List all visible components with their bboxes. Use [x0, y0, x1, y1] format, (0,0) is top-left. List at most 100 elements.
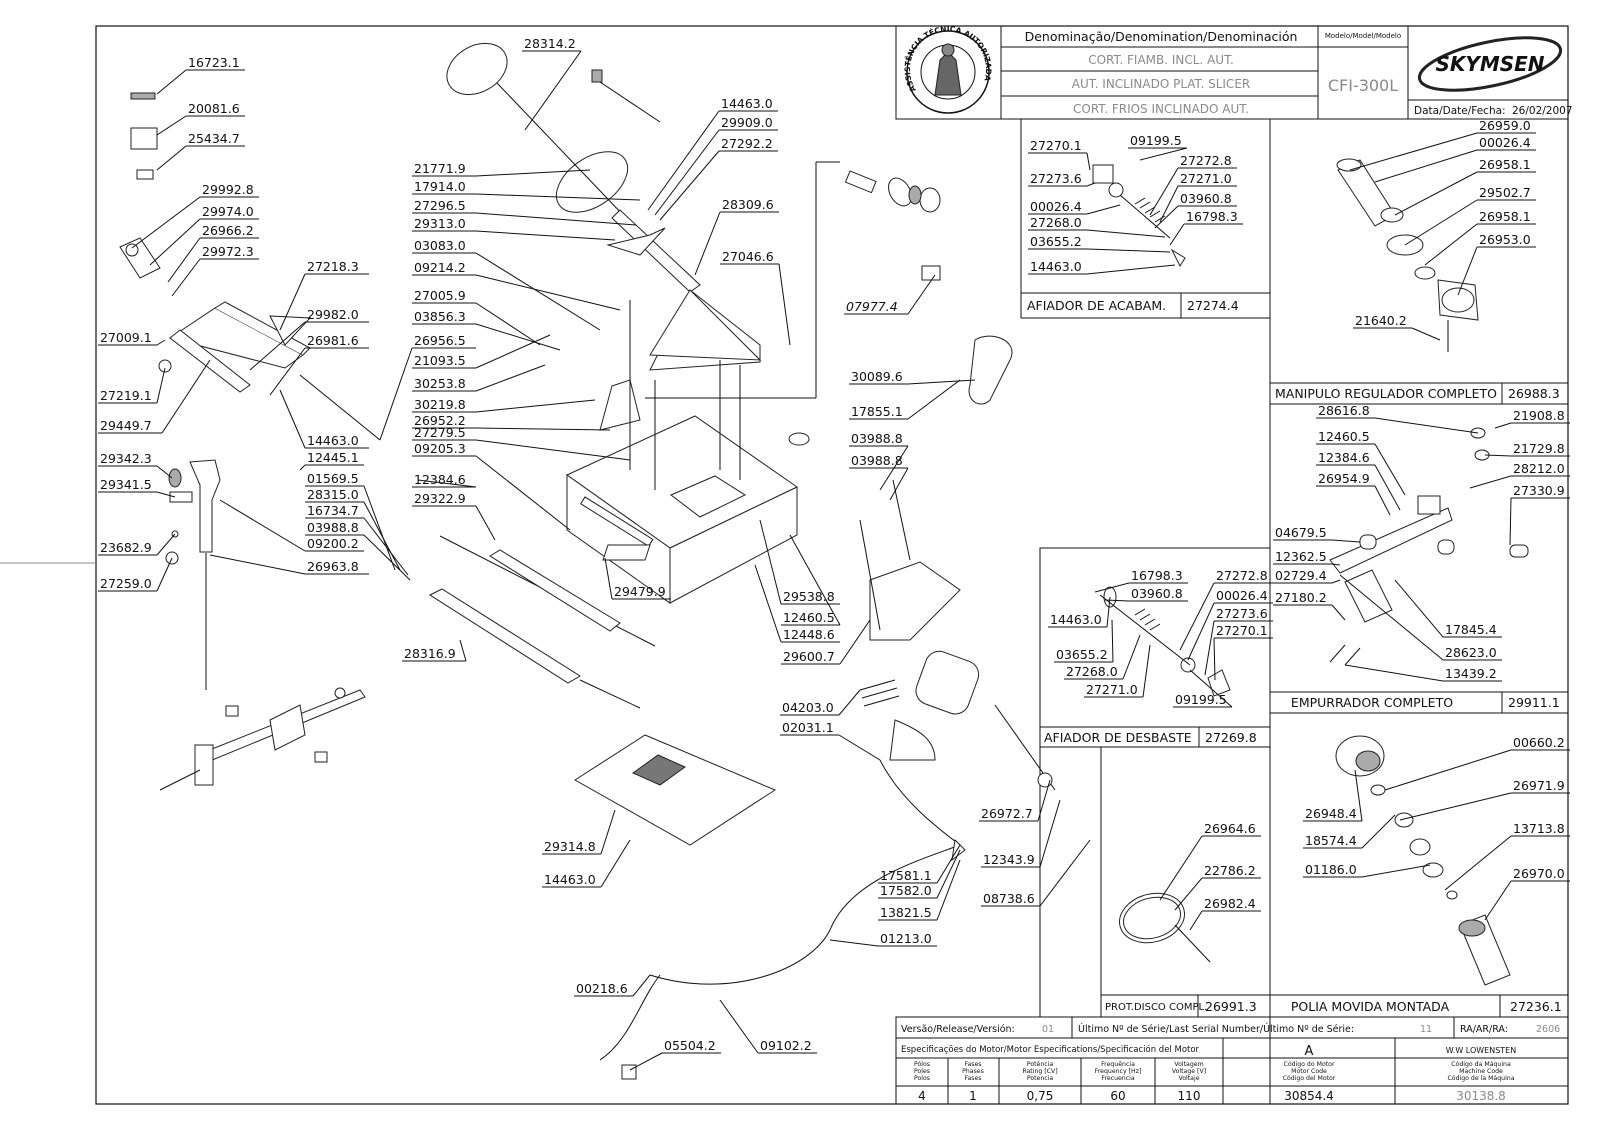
leader-line	[659, 150, 720, 221]
part-label: 26971.9	[1399, 778, 1570, 821]
part-label: 16723.1	[156, 55, 245, 95]
part-label: 27046.6	[720, 249, 791, 346]
part-number-text: 09205.3	[414, 441, 466, 456]
part-number-labels: 16723.120081.625434.729992.829974.026966…	[98, 36, 1570, 1071]
part-label: 26981.6	[269, 333, 369, 396]
leader-line	[475, 193, 641, 201]
part-label: 16734.7	[305, 503, 409, 576]
part-number-text: 26966.2	[202, 223, 254, 238]
part-number-text: 26970.0	[1513, 866, 1565, 881]
leader-line	[156, 491, 176, 498]
motor-column-header: Código del Motor	[1283, 1074, 1336, 1082]
leader-line	[1374, 464, 1401, 511]
motor-column-header: Polos	[914, 1075, 930, 1082]
denomination-pt: CORT. FIAMB. INCL. AUT.	[1088, 53, 1234, 67]
leader-line	[475, 302, 541, 346]
part-number-text: 27292.2	[721, 136, 773, 151]
leader-line	[1394, 579, 1444, 638]
part-label: 07977.4	[844, 274, 936, 315]
leader-line	[1039, 799, 1061, 868]
rod-tube	[489, 549, 621, 632]
leader-line	[1039, 839, 1091, 907]
part-number-text: 29909.0	[721, 115, 773, 130]
leader-line	[907, 379, 976, 385]
denomination-header: Denominação/Denomination/Denominación	[1025, 29, 1298, 44]
part-number-text: 03988.8	[307, 520, 359, 535]
part-number-text: 17855.1	[851, 404, 903, 419]
part-number-text: 26963.8	[307, 559, 359, 574]
part-label: 27272.8	[1179, 568, 1273, 651]
serial-label: Último Nº de Série/Last Serial Number/Úl…	[1078, 1023, 1354, 1035]
part-number-text: 26953.0	[1479, 232, 1531, 247]
part-number-text: 26971.9	[1513, 778, 1565, 793]
part-label: 25434.7	[156, 131, 245, 171]
leader-line	[209, 554, 306, 575]
acabam-parts	[1092, 164, 1186, 268]
part-number-text: 27271.0	[1180, 171, 1232, 186]
empurrador-parts	[1329, 427, 1529, 666]
ra-label: RA/AR/RA:	[1460, 1024, 1508, 1035]
motor-column-header: Potência	[1027, 1060, 1054, 1068]
part-number-text: 17581.1	[880, 868, 932, 883]
leader-line	[1374, 485, 1391, 516]
leader-line	[269, 347, 306, 396]
date-label: Data/Date/Fecha:	[1414, 105, 1506, 117]
part-number-text: 16723.1	[188, 55, 240, 70]
leader-line	[1104, 599, 1130, 602]
part-label: 29992.8	[131, 182, 259, 249]
motor-column-header: Voltage [V]	[1172, 1068, 1206, 1075]
value-phases: 1	[969, 1089, 977, 1103]
part-label: 26953.0	[1457, 232, 1536, 296]
part-label: 21908.8	[1494, 408, 1570, 429]
part-number-text: 27268.0	[1066, 664, 1118, 679]
part-label: 21093.5	[412, 334, 551, 369]
leader-line	[1213, 637, 1216, 681]
panel-polia-code: 27236.1	[1510, 999, 1562, 1014]
part-number-text: 03960.8	[1180, 191, 1232, 206]
leader-line	[754, 564, 782, 643]
part-label: 29972.3	[171, 244, 259, 297]
part-number-text: 03856.3	[414, 309, 466, 324]
part-label: 02729.4	[1273, 568, 1341, 584]
part-number-text: 29314.8	[544, 839, 596, 854]
part-label: 01186.0	[1303, 862, 1431, 878]
motor-assembly	[649, 479, 1056, 985]
part-number-text: 27218.3	[307, 259, 359, 274]
part-number-text: 29974.0	[202, 204, 254, 219]
part-label: 27009.1	[98, 330, 166, 346]
leader-line	[156, 339, 166, 346]
leader-line	[1187, 602, 1215, 661]
part-number-text: 21093.5	[414, 353, 466, 368]
part-number-text: 27273.6	[1030, 171, 1082, 186]
part-label: 30219.8	[412, 397, 596, 413]
leader-line	[249, 321, 306, 371]
leader-line	[1331, 563, 1341, 566]
authorized-service-seal: ASSISTÊNCIA TÉCNICA AUTORIZADA	[903, 24, 993, 114]
part-number-text: 26956.5	[414, 333, 466, 348]
panel-afiador-acabam-name: AFIADOR DE ACABAM.	[1027, 298, 1166, 313]
part-label: 12343.9	[981, 799, 1061, 868]
part-number-text: 12460.5	[1318, 429, 1370, 444]
leader-line	[219, 499, 306, 552]
motor-column-header: Machine Code	[1459, 1068, 1503, 1075]
part-label: 27268.0	[1028, 215, 1166, 238]
value-motor-code: 30854.4	[1284, 1089, 1334, 1103]
leader-line	[719, 999, 759, 1054]
motor-column-header: Poles	[914, 1068, 930, 1075]
part-label: 28616.8	[1316, 403, 1479, 434]
part-number-text: 28212.0	[1513, 461, 1565, 476]
part-number-text: 16798.3	[1131, 568, 1183, 583]
leader-line	[475, 323, 561, 351]
part-number-text: 04679.5	[1275, 525, 1327, 540]
ra-value: 2606	[1536, 1024, 1560, 1035]
part-number-text: 14463.0	[721, 96, 773, 111]
panel-polia-name: POLIA MOVIDA MONTADA	[1291, 999, 1450, 1014]
motor-column-header: Voltaje	[1179, 1075, 1200, 1082]
leader-line	[1159, 835, 1203, 901]
part-label: 21640.2	[1353, 313, 1441, 341]
part-number-text: 08738.6	[983, 891, 1035, 906]
part-number-text: 04203.0	[782, 700, 834, 715]
motor-maker: W.W LOWENSTEN	[1446, 1046, 1516, 1055]
panel-manipulo-code: 26988.3	[1508, 386, 1560, 401]
part-label: 16798.3	[1094, 568, 1188, 593]
